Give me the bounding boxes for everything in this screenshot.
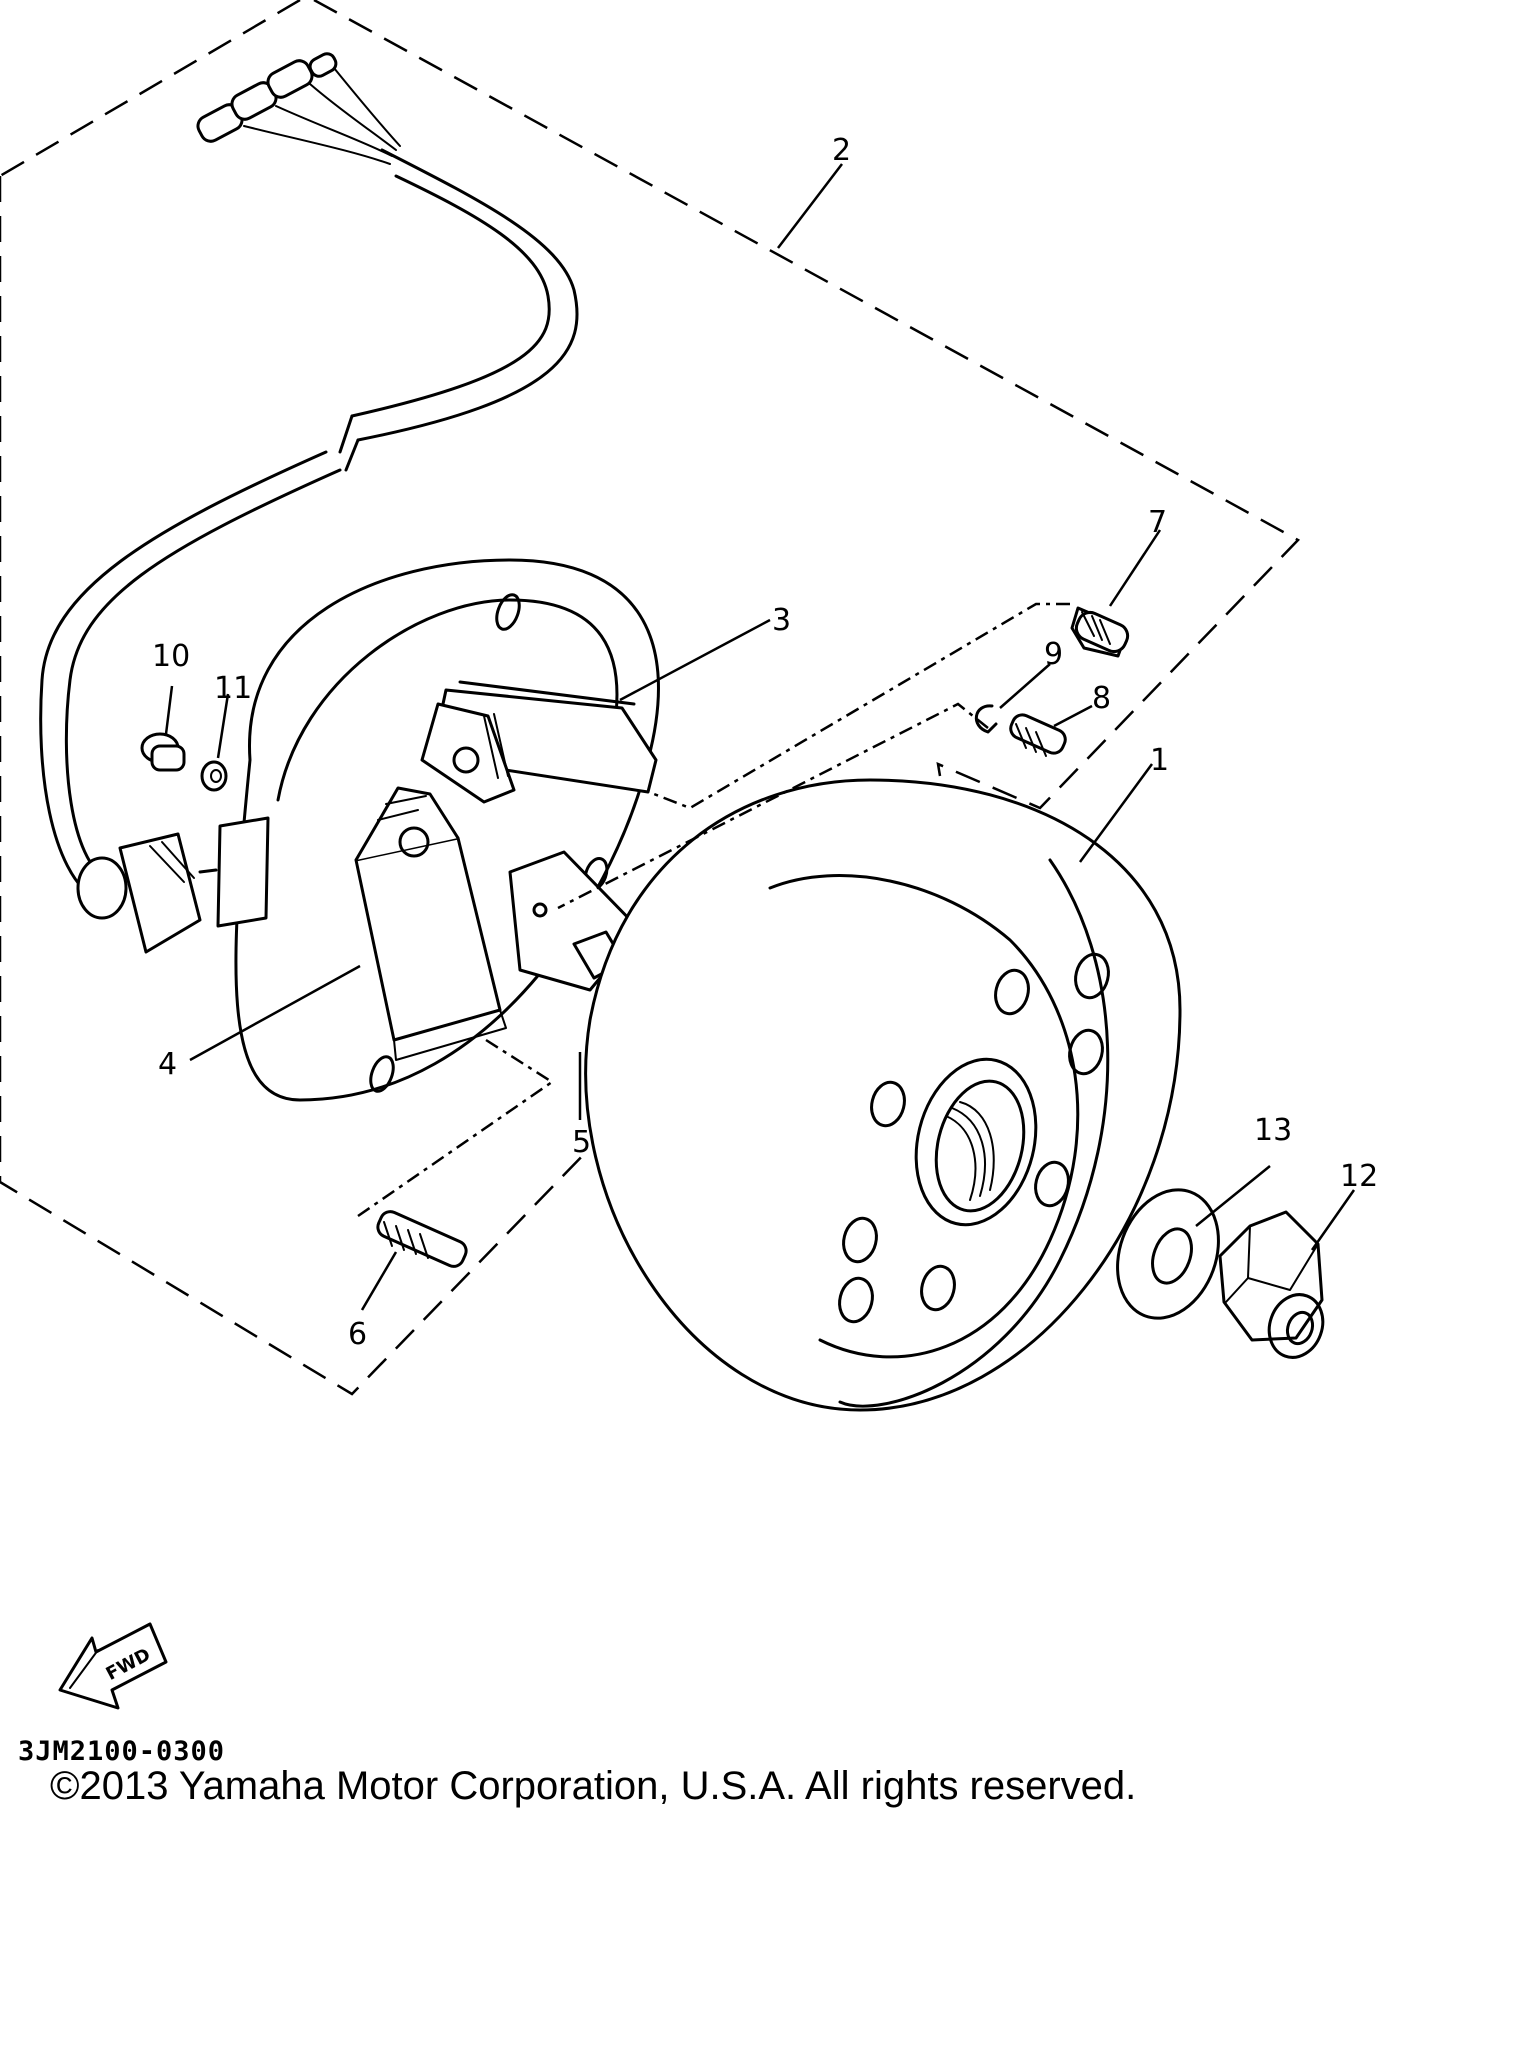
leader-lines (164, 163, 1356, 1311)
screw-7 (1070, 606, 1130, 658)
flywheel-rotor (584, 778, 1182, 1412)
callout-3: 3 (772, 603, 791, 638)
callout-7: 7 (1148, 505, 1167, 540)
coil-4 (354, 786, 507, 1061)
screw-10 (140, 732, 186, 772)
callout-6: 6 (348, 1317, 367, 1352)
copyright-notice: ©2013 Yamaha Motor Corporation, U.S.A. A… (50, 1764, 1137, 1808)
stator-pad (198, 816, 270, 928)
callout-labels: 1 2 3 4 5 6 7 8 9 10 11 12 13 (152, 133, 1378, 1352)
callout-5: 5 (572, 1125, 591, 1160)
callout-2: 2 (832, 133, 851, 168)
washer-9 (975, 704, 998, 734)
callout-4: 4 (158, 1047, 177, 1082)
diagram-part-code: 3JM2100-0300 (18, 1736, 226, 1767)
callout-9: 9 (1044, 637, 1063, 672)
callout-10: 10 (152, 639, 190, 674)
callout-12: 12 (1340, 1159, 1378, 1194)
screw-6 (376, 1210, 468, 1268)
callout-11: 11 (214, 671, 252, 706)
callout-1: 1 (1150, 743, 1169, 778)
fwd-arrow-icon: FWD (58, 1622, 168, 1710)
washer-11 (200, 760, 228, 792)
wire-harness (39, 52, 579, 954)
nut-12 (1218, 1210, 1325, 1359)
flywheel-holes (838, 952, 1110, 1324)
assembly-outline (0, 0, 1301, 1396)
screw-8 (1009, 713, 1067, 757)
callout-13: 13 (1254, 1113, 1292, 1148)
washer-13 (1116, 1188, 1220, 1320)
cable-grommet (76, 832, 202, 954)
flywheel-hub (914, 1057, 1038, 1227)
callout-8: 8 (1092, 681, 1111, 716)
wire-connectors (196, 52, 338, 143)
coil-3 (420, 680, 658, 804)
